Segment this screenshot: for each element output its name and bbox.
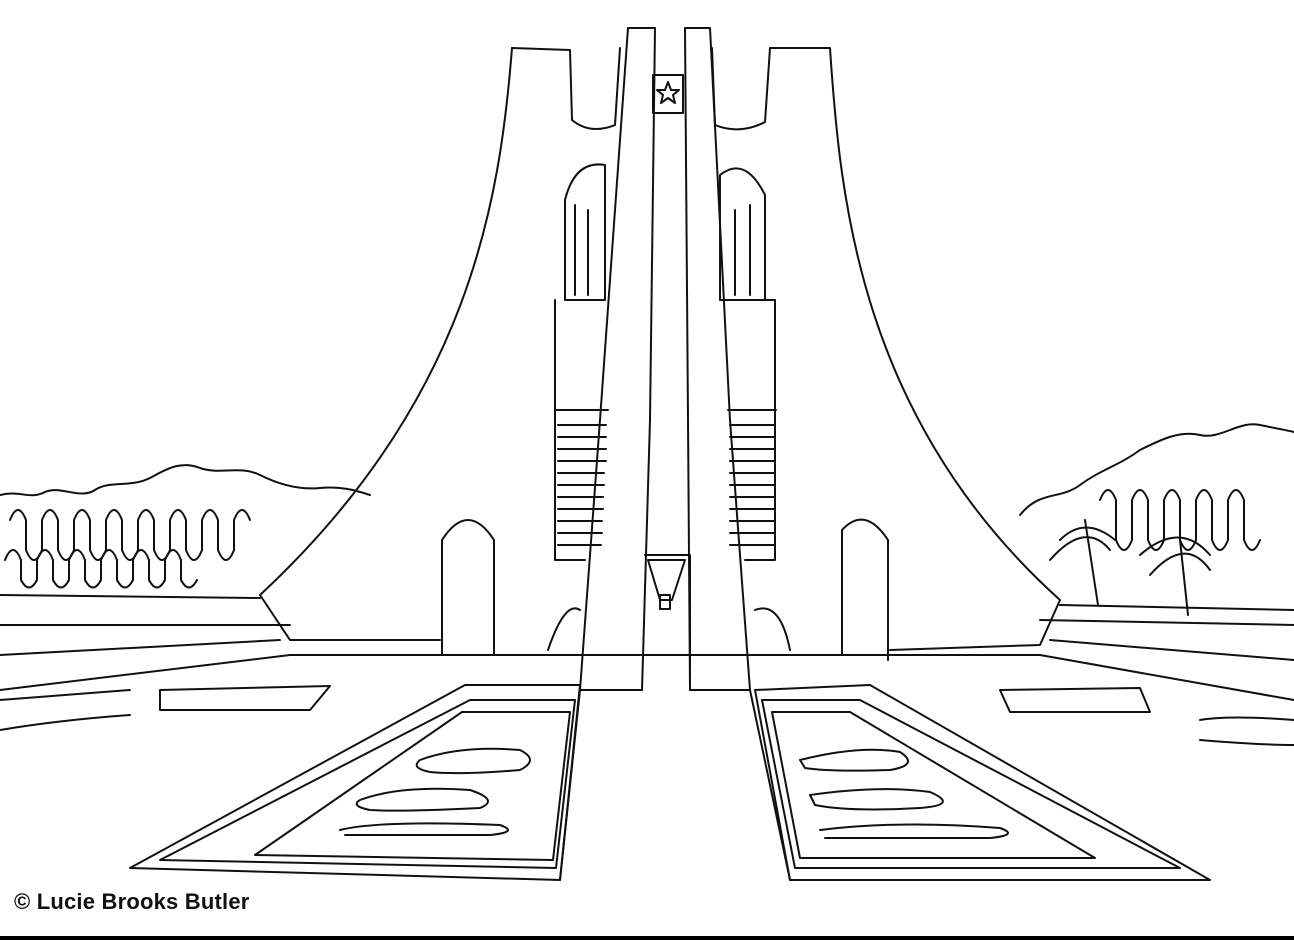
bottom-border xyxy=(0,936,1294,940)
copyright-credit: © Lucie Brooks Butler xyxy=(14,889,250,914)
left-trees xyxy=(0,464,371,599)
monument xyxy=(0,27,1294,881)
right-trees xyxy=(1019,423,1294,616)
star-icon xyxy=(656,81,680,104)
